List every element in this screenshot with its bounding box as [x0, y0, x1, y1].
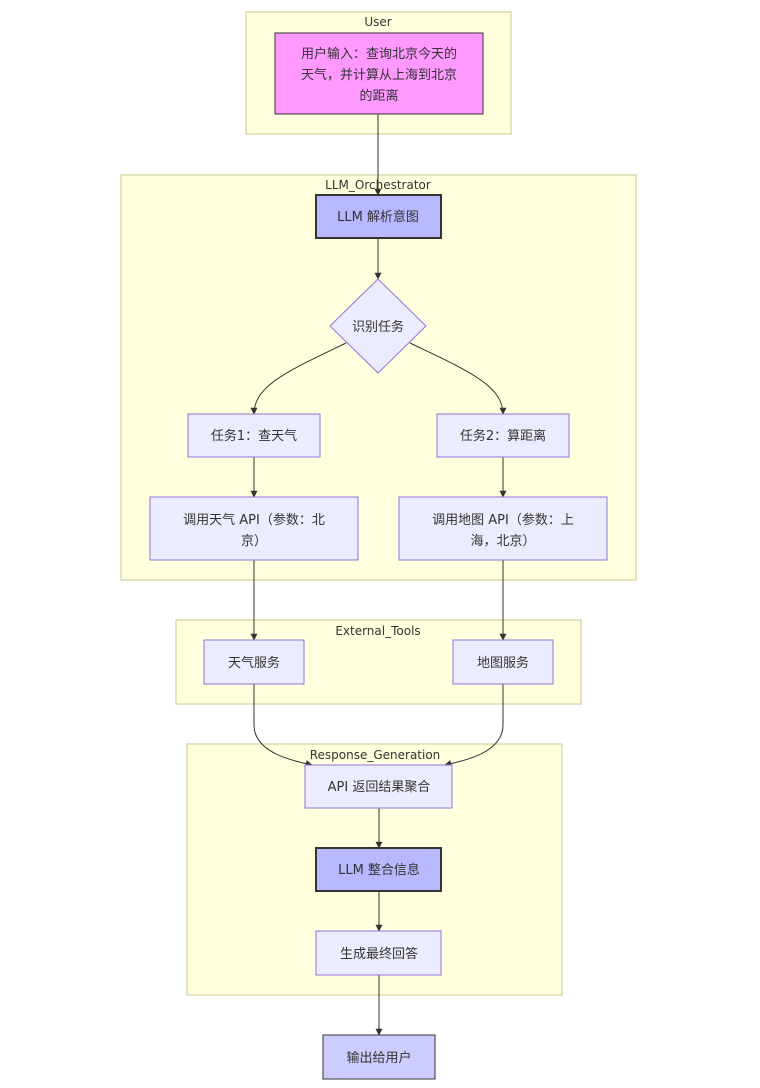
node-task1-label: 任务1：查天气	[211, 428, 297, 444]
edge-mapservice-to-aggregate	[444, 684, 504, 767]
node-call-map-api-line2: 海，北京）	[470, 534, 535, 549]
node-identify-task-label: 识别任务	[352, 319, 404, 335]
node-call-map-api[interactable]: 调用地图 API（参数：上 海，北京）	[398, 496, 608, 561]
edge-weatherservice-to-aggregate	[253, 684, 313, 767]
node-llm-integrate[interactable]: LLM 整合信息	[315, 847, 442, 892]
node-final-answer-label: 生成最终回答	[340, 946, 418, 962]
cluster-user-label: User	[364, 15, 391, 29]
node-identify-task[interactable]: 识别任务	[329, 278, 427, 374]
node-user-input-line1: 用户输入：查询北京今天的	[301, 46, 457, 62]
node-output-to-user-label: 输出给用户	[346, 1050, 411, 1066]
node-output-to-user[interactable]: 输出给用户	[322, 1034, 436, 1080]
node-map-service[interactable]: 地图服务	[452, 639, 554, 685]
node-map-service-label: 地图服务	[477, 655, 529, 671]
cluster-external-tools-label: External_Tools	[335, 624, 420, 638]
node-task2[interactable]: 任务2：算距离	[436, 413, 570, 458]
node-task1[interactable]: 任务1：查天气	[187, 413, 321, 458]
cluster-response-generation-label: Response_Generation	[310, 748, 441, 762]
node-llm-integrate-label: LLM 整合信息	[338, 862, 420, 878]
node-aggregate-results[interactable]: API 返回结果聚合	[304, 764, 453, 809]
node-call-weather-api-line1: 调用天气 API（参数：北	[183, 512, 325, 528]
node-user-input-line2: 天气，并计算从上海到北京	[301, 67, 457, 83]
node-user-input[interactable]: 用户输入：查询北京今天的 天气，并计算从上海到北京 的距离	[274, 32, 484, 115]
edges	[250, 114, 507, 1036]
node-call-weather-api[interactable]: 调用天气 API（参数：北 京）	[149, 496, 359, 561]
node-weather-service[interactable]: 天气服务	[203, 639, 305, 685]
edge-identify-to-task1	[250, 342, 347, 415]
node-weather-service-label: 天气服务	[228, 655, 280, 671]
node-parse-intent-label: LLM 解析意图	[337, 209, 419, 225]
node-aggregate-results-label: API 返回结果聚合	[328, 780, 431, 795]
node-task2-label: 任务2：算距离	[460, 428, 546, 444]
node-call-map-api-line1: 调用地图 API（参数：上	[432, 512, 574, 528]
node-parse-intent[interactable]: LLM 解析意图	[315, 194, 442, 239]
node-user-input-line3: 的距离	[359, 88, 398, 104]
edge-identify-to-task2	[409, 342, 507, 415]
node-final-answer[interactable]: 生成最终回答	[315, 930, 442, 976]
node-call-weather-api-line2: 京）	[241, 534, 267, 549]
